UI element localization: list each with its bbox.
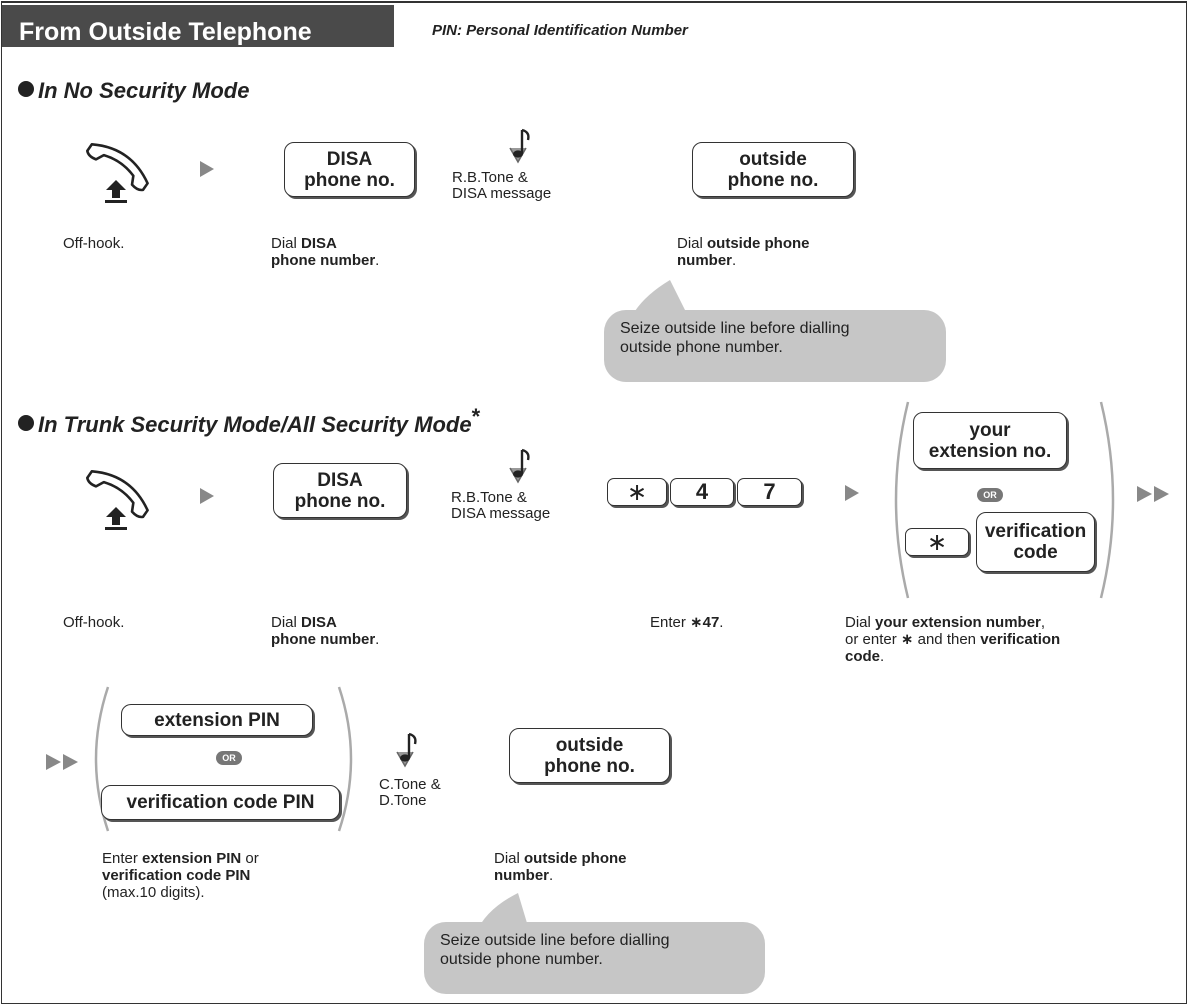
disa-phone-key: DISA phone no. — [284, 142, 415, 197]
tone-icon — [509, 448, 530, 484]
or-badge: OR — [977, 488, 1003, 502]
desc-off-hook: Off-hook. — [63, 235, 125, 252]
tone-label: C.Tone & D.Tone — [379, 776, 441, 809]
desc-dial-disa: Dial DISA phone number. — [271, 235, 380, 269]
desc-dial-disa: Dial DISA phone number. — [271, 614, 380, 648]
digit-7-key: 7 — [737, 478, 802, 506]
tone-label: R.B.Tone & DISA message — [451, 489, 551, 522]
disa-phone-key: DISA phone no. — [273, 463, 407, 518]
off-hook-phone-icon — [85, 143, 149, 203]
section-title-trunk-security: In Trunk Security Mode/All Security Mode… — [18, 404, 480, 438]
outside-phone-key: outside phone no. — [692, 142, 854, 197]
hint-bubble: Seize outside line before dialling outsi… — [604, 310, 946, 382]
arrow-icon — [200, 161, 214, 177]
or-badge: OR — [216, 751, 242, 765]
section-title-no-security: In No Security Mode — [18, 78, 249, 104]
bullet-icon — [18, 415, 34, 431]
hint-bubble: Seize outside line before dialling outsi… — [424, 922, 765, 994]
desc-dial-outside: Dial outside phone number. — [494, 850, 627, 884]
header-title: From Outside Telephone — [19, 18, 312, 46]
double-arrow-icon — [46, 754, 78, 770]
pin-note: PIN: Personal Identification Number — [432, 22, 688, 39]
digit-4-key: 4 — [670, 478, 734, 506]
verification-code-key: verification code — [976, 512, 1095, 572]
paren-right-icon — [337, 686, 353, 832]
desc-enter-pin: Enter extension PIN or verification code… — [102, 850, 259, 901]
desc-enter-code: Enter ∗47. — [650, 614, 724, 631]
desc-extension: Dial your extension number, or enter ∗ a… — [845, 614, 1061, 665]
star-key: ∗ — [607, 478, 667, 506]
tone-icon — [396, 732, 417, 768]
arrow-icon — [200, 488, 214, 504]
double-arrow-icon — [1137, 486, 1169, 502]
outside-phone-key: outside phone no. — [509, 728, 670, 783]
tone-icon — [509, 128, 530, 164]
paren-right-icon — [1099, 401, 1115, 599]
off-hook-phone-icon — [85, 470, 149, 530]
verification-code-pin-key: verification code PIN — [101, 785, 340, 820]
arrow-icon — [845, 485, 859, 501]
header-bar: From Outside Telephone — [2, 5, 394, 47]
star-key: ∗ — [905, 528, 969, 556]
extension-pin-key: extension PIN — [121, 704, 313, 736]
paren-left-icon — [894, 401, 910, 599]
bullet-icon — [18, 81, 34, 97]
your-extension-key: your extension no. — [913, 412, 1067, 469]
desc-dial-outside: Dial outside phone number. — [677, 235, 810, 269]
tone-label: R.B.Tone & DISA message — [452, 169, 552, 202]
desc-off-hook: Off-hook. — [63, 614, 125, 631]
